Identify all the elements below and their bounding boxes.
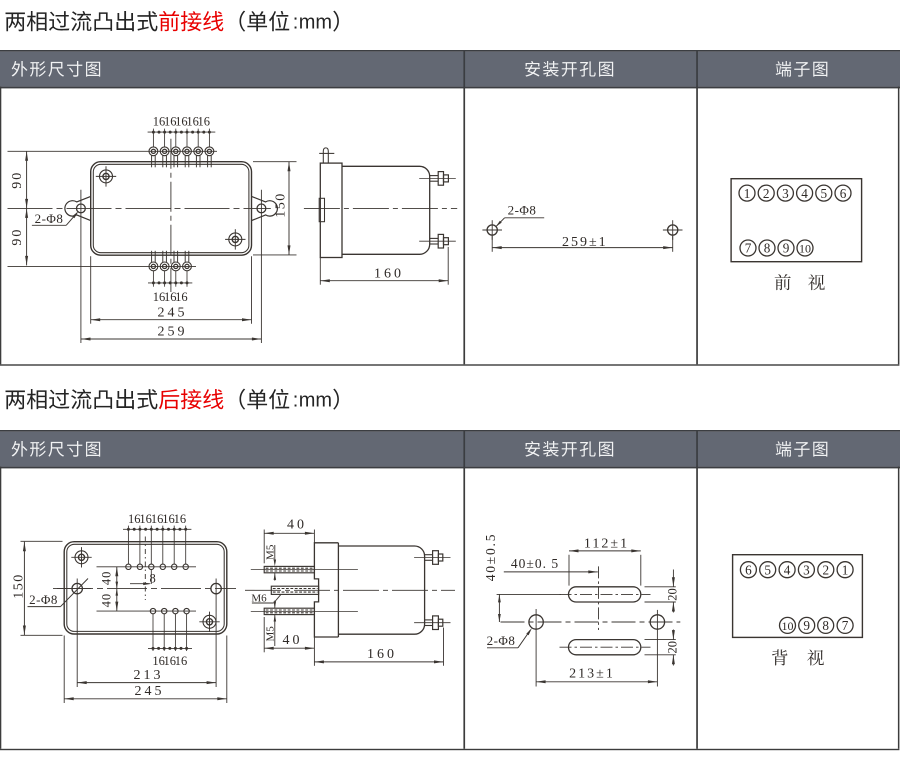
svg-text:3: 3 <box>782 186 789 201</box>
svg-text:M5: M5 <box>264 626 276 642</box>
svg-text:16: 16 <box>164 290 177 304</box>
svg-text:8: 8 <box>149 571 155 585</box>
svg-text:8: 8 <box>764 241 771 256</box>
svg-text:2-Φ8: 2-Φ8 <box>29 592 58 607</box>
svg-text:16: 16 <box>153 290 166 304</box>
svg-text:213: 213 <box>134 668 164 683</box>
svg-text:40: 40 <box>100 593 114 608</box>
svg-text:40: 40 <box>287 517 307 532</box>
svg-text:16: 16 <box>186 115 199 129</box>
svg-text:245: 245 <box>135 684 165 699</box>
svg-text:2: 2 <box>763 186 770 201</box>
svg-text:150: 150 <box>274 192 289 218</box>
svg-text:213±1: 213±1 <box>569 667 615 682</box>
svg-text:2-Φ8: 2-Φ8 <box>35 211 64 226</box>
svg-text:40: 40 <box>100 571 114 586</box>
svg-text:9: 9 <box>783 241 790 256</box>
svg-text::: : <box>293 11 299 33</box>
svg-text:5: 5 <box>764 562 771 577</box>
svg-text:16: 16 <box>139 512 152 526</box>
svg-text:7: 7 <box>745 241 752 256</box>
svg-text:90: 90 <box>10 171 25 189</box>
svg-text:10: 10 <box>799 242 811 256</box>
svg-text:150: 150 <box>11 573 26 599</box>
svg-text:mm: mm <box>299 11 332 33</box>
svg-text:4: 4 <box>801 186 808 201</box>
svg-text:5: 5 <box>821 186 828 201</box>
svg-text:M5: M5 <box>264 544 276 560</box>
svg-text:16: 16 <box>164 654 177 668</box>
svg-text:10: 10 <box>782 619 794 633</box>
svg-text:16: 16 <box>162 512 175 526</box>
svg-text:9: 9 <box>803 618 810 633</box>
svg-text:1: 1 <box>842 562 849 577</box>
svg-text:8: 8 <box>822 618 829 633</box>
svg-text:259: 259 <box>158 325 188 340</box>
svg-text:1: 1 <box>744 186 751 201</box>
svg-text:6: 6 <box>840 186 847 201</box>
svg-text:160: 160 <box>367 647 397 662</box>
svg-text:3: 3 <box>803 562 810 577</box>
svg-text:20: 20 <box>666 588 680 601</box>
svg-text:112±1: 112±1 <box>584 537 629 552</box>
svg-text:2-Φ8: 2-Φ8 <box>508 203 537 218</box>
svg-text:M6: M6 <box>251 592 267 604</box>
svg-text:40: 40 <box>283 633 303 648</box>
svg-text:16: 16 <box>128 512 141 526</box>
svg-text:16: 16 <box>164 115 177 129</box>
svg-text:40±0. 5: 40±0. 5 <box>511 556 559 571</box>
svg-text:259±1: 259±1 <box>562 235 608 250</box>
svg-text:16: 16 <box>175 654 188 668</box>
svg-text:16: 16 <box>175 290 188 304</box>
svg-text:245: 245 <box>158 305 188 320</box>
svg-text:16: 16 <box>152 654 165 668</box>
svg-text:16: 16 <box>175 115 188 129</box>
svg-text:4: 4 <box>784 562 791 577</box>
svg-text:40±0.5: 40±0.5 <box>483 533 498 582</box>
svg-text:7: 7 <box>842 618 849 633</box>
svg-text:6: 6 <box>745 562 752 577</box>
svg-text:20: 20 <box>666 641 680 654</box>
svg-text:90: 90 <box>10 228 25 246</box>
svg-text:16: 16 <box>198 115 211 129</box>
svg-text:16: 16 <box>151 512 164 526</box>
svg-text:160: 160 <box>374 266 404 281</box>
svg-text:mm: mm <box>299 389 332 411</box>
svg-text:2-Φ8: 2-Φ8 <box>487 633 516 648</box>
svg-text::: : <box>293 389 299 411</box>
svg-text:2: 2 <box>823 562 830 577</box>
svg-text:16: 16 <box>174 512 187 526</box>
svg-text:16: 16 <box>153 115 166 129</box>
